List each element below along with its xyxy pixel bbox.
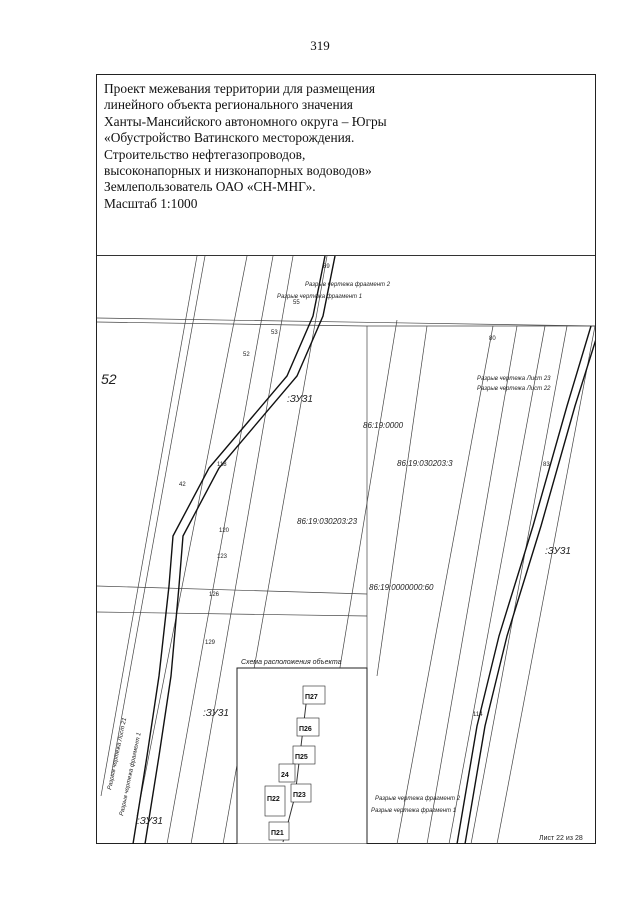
title-block: Проект межевания территории для размещен… (104, 81, 584, 212)
block-label: 52 (101, 371, 117, 387)
point-label: 69 (323, 264, 330, 270)
road-line (166, 255, 274, 845)
break-label: Разрыв чертежа фрагмент 1 (371, 808, 456, 814)
inset-sheet (302, 685, 326, 705)
cadastral-label: 86:19:0000 (363, 421, 404, 430)
title-line: высоконапорных и низконапорных водоводов… (104, 163, 372, 179)
inset-sheet-label: 24 (281, 772, 289, 779)
zone-label: :ЗУ31 (545, 546, 571, 557)
inset-sheet (268, 821, 290, 841)
inset-sheet (292, 745, 316, 765)
road-line (426, 325, 518, 845)
pipeline-route (144, 255, 336, 845)
inset-sheet (264, 785, 286, 817)
zone-label: :ЗУ31 (137, 816, 163, 827)
pipeline-route (456, 325, 592, 845)
road-line (376, 325, 428, 677)
inset-sheet-label: П25 (295, 754, 308, 761)
point-label: 126 (209, 592, 220, 598)
inset-sheet (278, 763, 296, 783)
sheet-label: Лист 22 из 28 (539, 835, 583, 842)
inset-sheet-label: П22 (267, 796, 280, 803)
boundary-line (96, 611, 368, 617)
point-label: 129 (205, 640, 216, 646)
inset-sheet-label: П21 (271, 830, 284, 837)
point-label: 53 (271, 330, 278, 336)
road-line (110, 255, 206, 777)
point-label: 42 (179, 482, 186, 488)
page-number: 319 (310, 38, 330, 53)
boundary-line (96, 321, 366, 327)
road-line (470, 325, 568, 845)
map-area: 69 55 53 52 42 118 120 123 126 129 80 83… (96, 255, 598, 845)
title-line: линейного объекта регионального значения (104, 97, 353, 113)
break-label: Разрыв чертежа фрагмент 1 (277, 294, 362, 300)
road-line (190, 255, 294, 845)
point-label: 123 (217, 554, 228, 560)
point-label: 120 (219, 528, 230, 534)
inset-sheet (296, 717, 320, 737)
pipeline-route (464, 335, 598, 845)
break-label: Разрыв чертежа Лист 22 (477, 386, 551, 392)
boundary-line (96, 585, 368, 595)
zone-label: :ЗУ31 (287, 394, 313, 405)
scale-label: Масштаб 1:1000 (104, 195, 198, 211)
break-label: Разрыв чертежа Лист 21 (107, 717, 128, 790)
drawing-frame: Проект межевания территории для размещен… (96, 74, 598, 845)
inset-sheet-label: П26 (299, 726, 312, 733)
road-line (100, 255, 198, 797)
road-line (396, 325, 494, 845)
pipeline-route (132, 255, 326, 845)
break-label: Разрыв чертежа Лист 23 (477, 376, 551, 382)
title-line: Землепользователь ОАО «СН-МНГ». (104, 179, 316, 195)
inset-sheet-label: П23 (293, 792, 306, 799)
road-line (448, 325, 546, 845)
point-label: 80 (489, 336, 496, 342)
road-line (496, 325, 596, 845)
cadastral-map: 69 55 53 52 42 118 120 123 126 129 80 83… (96, 255, 598, 845)
overview-inset: Схема расположения объекта П27 П26 П25 2… (236, 658, 368, 845)
inset-title: Схема расположения объекта (241, 658, 342, 666)
title-line: Проект межевания территории для размещен… (104, 81, 376, 96)
break-label: Разрыв чертежа фрагмент 2 (305, 282, 391, 288)
point-label: 52 (243, 352, 250, 358)
title-line: Ханты-Мансийского автономного округа – Ю… (104, 113, 387, 129)
break-label: Разрыв чертежа фрагмент 2 (375, 796, 461, 802)
road-line (136, 255, 248, 817)
point-label: 114 (473, 712, 483, 718)
cadastral-label: 86:19:0000000:60 (369, 583, 434, 592)
point-label: 55 (293, 300, 300, 306)
title-line: Строительство нефтегазопроводов, (104, 146, 306, 162)
point-label: 118 (217, 462, 227, 468)
inset-sheet-label: П27 (305, 694, 318, 701)
inset-sheet (290, 783, 312, 803)
zone-label: :ЗУ31 (203, 708, 229, 719)
cadastral-label: 86:19:030203:3 (397, 459, 453, 468)
cadastral-label: 86:19:030203:23 (297, 517, 358, 526)
boundary-line (96, 317, 596, 327)
title-line: «Обустройство Ватинского месторождения. (104, 130, 355, 146)
point-label: 83 (543, 462, 550, 468)
